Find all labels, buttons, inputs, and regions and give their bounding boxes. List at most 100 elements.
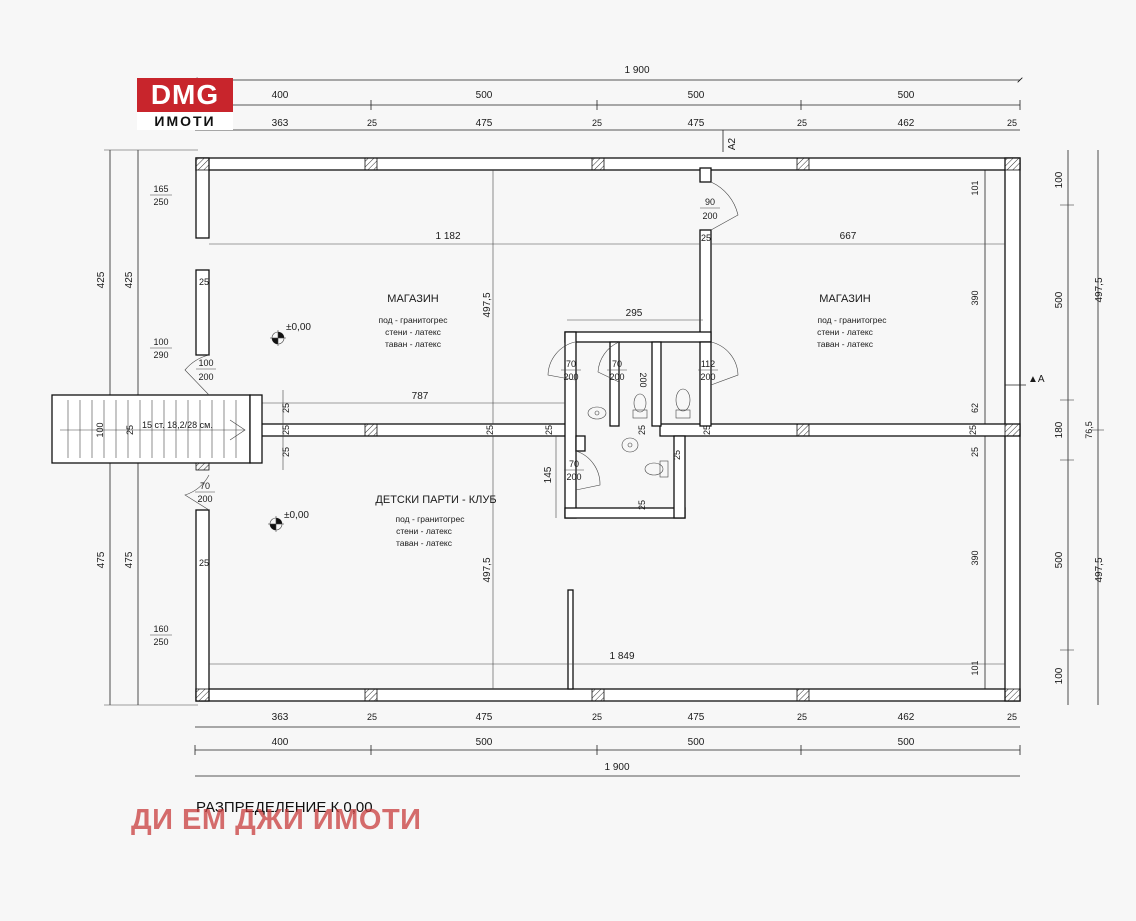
door-width: 112 [701,359,715,369]
top-row1-dim: 500 [476,90,493,101]
toilet-icon [632,393,648,419]
bottom-row1-dim: 400 [272,737,289,748]
sink-icon [587,406,607,420]
door-labels: 100 200 70 200 90 200 70 200 70 200 112 … [195,197,720,504]
interior-walls [195,167,1021,690]
toilet-icon [675,388,691,419]
dim-4975: 497,5 [482,292,493,317]
dim-145: 145 [543,466,554,483]
room-walls: стени - латекс [385,327,442,337]
room-shop-left: МАГАЗИН под - гранитогрес стени - латекс… [379,293,449,349]
top-row2-dim: 363 [272,118,289,129]
door-height: 200 [702,211,717,221]
top-row2-dim: 475 [476,118,493,129]
window-dim: 165 [153,184,168,194]
dim-25: 25 [281,425,291,435]
dim-25: 25 [968,425,978,435]
bottom-row2-dim: 25 [1007,712,1017,722]
door-width: 90 [705,197,715,207]
right-outer-dim: 497,5 [1094,277,1105,302]
door-width: 70 [612,359,622,369]
section-mark-a: ▲A [1028,374,1045,385]
logo-bottom: ИМОТИ [154,113,216,129]
dim-25: 25 [485,425,495,435]
bottom-total-dim: 1 900 [604,762,629,773]
left-outer-dim: 475 [96,551,107,568]
dim-25: 25 [637,425,647,435]
watermark: ДИ ЕМ ДЖИ ИМОТИ [131,804,422,836]
room-kids-club: ДЕТСКИ ПАРТИ - КЛУБ под - гранитогрес ст… [375,494,496,548]
top-row2-dim: 475 [688,118,705,129]
bottom-row1-dim: 500 [688,737,705,748]
dim-25: 25 [281,447,291,457]
right-mid-dim: 100 [1054,667,1065,684]
room-walls: стени - латекс [817,327,874,337]
door-height: 200 [700,372,715,382]
dim-25: 25 [672,450,682,460]
top-row2-dim: 25 [367,118,377,128]
top-row2-dim: 25 [797,118,807,128]
window-dim: 160 [153,624,168,634]
dim-787: 787 [412,391,429,402]
room-floor: под - гранитогрес [379,315,449,325]
logo-top: DMG [137,78,233,112]
dim-25: 25 [701,233,711,243]
right-inner-dim: 101 [970,660,980,675]
bottom-row2-dim: 475 [688,712,705,723]
door-swings [184,181,739,511]
room-floor: под - гранитогрес [818,315,888,325]
door-width: 70 [200,481,210,491]
door-height: 200 [563,372,578,382]
room-title: МАГАЗИН [387,293,438,305]
dim-25: 25 [544,425,554,435]
section-mark-a2: A2 [727,137,738,150]
dim-25: 25 [199,277,209,287]
left-outer-dim: 425 [96,271,107,288]
door-width: 100 [198,358,213,368]
dim-1182: 1 182 [435,231,460,242]
right-outer-dim: 497,5 [1094,557,1105,582]
dim-4975: 497,5 [482,557,493,582]
right-mid-dim: 500 [1054,291,1065,308]
inner-dim-lines [209,170,1005,689]
dim-25: 25 [637,500,647,510]
door-height: 200 [198,372,213,382]
top-row1-dim: 500 [688,90,705,101]
door-height: 200 [197,494,212,504]
dim-25: 25 [199,558,209,568]
level-value: ±0,00 [284,510,309,521]
top-total-dim: 1 900 [624,65,649,76]
door-width: 70 [569,459,579,469]
stair-label: 15 ст. 18,2/28 см. [142,420,213,430]
sanitary-fixtures [587,388,691,478]
window-dim: 100 [153,337,168,347]
toilet-icon [644,460,669,478]
window-dim: 250 [153,637,168,647]
room-ceiling: таван - латекс [385,339,442,349]
staircase [51,394,263,464]
stair-25-dim: 25 [125,425,135,435]
outer-walls [195,157,1021,702]
door-width: 70 [566,359,576,369]
right-mid-dim: 500 [1054,551,1065,568]
bottom-row2-dim: 462 [898,712,915,723]
level-marker-icon [270,330,286,346]
top-row1-dim: 400 [272,90,289,101]
bottom-row2-dim: 25 [367,712,377,722]
stair-width-dim: 100 [95,422,105,437]
right-mid-dim: 100 [1054,171,1065,188]
door-height: 200 [566,472,581,482]
dim-667: 667 [840,231,857,242]
left-inner-dim: 425 [124,271,135,288]
dim-25: 25 [281,403,291,413]
bottom-row1-dim: 500 [898,737,915,748]
top-row1-dim: 500 [898,90,915,101]
right-inner-dim: 101 [970,180,980,195]
door-height: 200 [609,372,624,382]
right-inner-dim: 390 [970,290,980,305]
dim-v200: 200 [638,372,648,387]
right-inner-dim: 25 [970,447,980,457]
room-title: МАГАЗИН [819,293,870,305]
room-shop-right: МАГАЗИН под - гранитогрес стени - латекс… [817,293,887,349]
